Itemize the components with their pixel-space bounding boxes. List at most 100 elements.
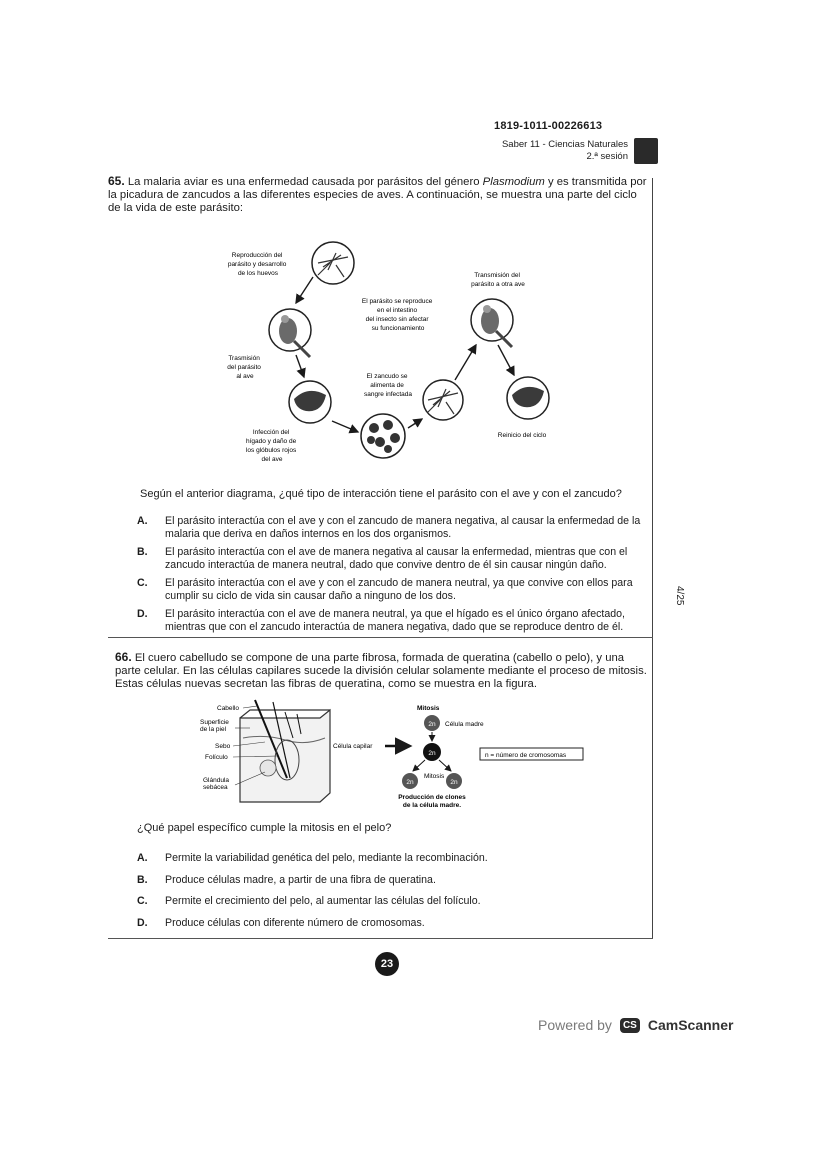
option-text: Permite la variabilidad genética del pel… — [165, 852, 488, 864]
label-glandula: Glándula — [203, 777, 229, 784]
label-intestino-line: El parásito se reproduce — [362, 298, 433, 305]
question-65-options: A. El parásito interactúa con el ave y c… — [137, 515, 645, 633]
option-text: El parásito interactúa con el ave y con … — [165, 577, 633, 602]
legend-text: n = número de cromosomas — [485, 752, 567, 759]
option-65-c[interactable]: C. El parásito interactúa con el ave y c… — [137, 577, 645, 602]
label-sebo: Sebo — [215, 743, 231, 750]
hair-follicle-figure: Cabello Superficie de la piel Sebo Folíc… — [200, 699, 584, 809]
cycle-arrows — [295, 276, 515, 434]
powered-by-text: Powered by — [538, 1017, 612, 1033]
label-reinicio-line: Reinicio del ciclo — [498, 432, 547, 439]
right-margin-line — [652, 178, 653, 938]
option-65-d[interactable]: D. El parásito interactúa con el ave de … — [137, 608, 645, 633]
question-66-stem: ¿Qué papel específico cumple la mitosis … — [137, 822, 392, 834]
bird-left-icon — [268, 308, 312, 359]
question-66-intro: 66. El cuero cabelludo se compone de una… — [115, 651, 650, 691]
option-66-c[interactable]: C. Permite el crecimiento del pelo, al a… — [137, 895, 645, 908]
clone-cell-right-icon: 2n — [446, 773, 462, 789]
label-celula-capilar: Célula capilar — [333, 743, 373, 750]
mosquito-top-icon — [311, 241, 355, 285]
legend-box — [479, 747, 584, 761]
option-66-a[interactable]: A. Permite la variabilidad genética del … — [137, 852, 645, 865]
label-infeccion-line: hígado y daño de — [246, 438, 297, 445]
bird-right-icon — [470, 298, 514, 349]
label-intestino-line: en el intestino — [377, 307, 417, 314]
option-text: Produce células madre, a partir de una f… — [165, 873, 436, 886]
mother-cell-icon: 2n — [424, 715, 440, 731]
label-mitosis-top: Mitosis — [417, 705, 440, 712]
label-zancudo-line: sangre infectada — [364, 391, 412, 398]
cell-label: 2n — [450, 779, 458, 786]
label-produccion: de la célula madre. — [403, 802, 461, 809]
label-leader-lines — [232, 705, 278, 786]
label-intestino-line: del insecto sin afectar — [366, 316, 430, 323]
question-65-intro-b: y es transmitida por la picadura de zanc… — [108, 176, 647, 214]
option-letter: B. — [137, 546, 148, 558]
camscanner-watermark: Powered by CS CamScanner — [538, 1017, 733, 1033]
option-text: Produce células con diferente número de … — [165, 916, 425, 929]
option-letter: A. — [137, 515, 148, 527]
icfes-logo-icon — [634, 138, 658, 164]
question-66-intro-text: El cuero cabelludo se compone de una par… — [115, 652, 647, 690]
option-66-d[interactable]: D. Produce células con diferente número … — [137, 917, 645, 930]
option-letter: D. — [137, 916, 148, 929]
page-number: 23 — [375, 952, 399, 976]
label-transmision-otra-ave: Transmisión del parásito a otra ave — [471, 272, 525, 288]
camscanner-name: CamScanner — [647, 1017, 734, 1033]
side-page-counter: 4/25 — [674, 586, 685, 606]
label-infeccion-line: los glóbulos rojos — [246, 447, 297, 454]
option-letter: A. — [137, 852, 148, 864]
question-65-number: 65. — [108, 174, 125, 188]
option-text: El parásito interactúa con el ave y con … — [165, 515, 641, 540]
malaria-cycle-diagram: Reproducción del parásito y desarrollo d… — [227, 241, 550, 463]
label-reproduccion-line: Reproducción del — [232, 252, 283, 259]
center-cell-icon: 2n — [423, 743, 441, 761]
label-trasmision-ave-line: al ave — [236, 373, 254, 380]
label-produccion: Producción de clones — [398, 794, 466, 801]
question-66-number: 66. — [115, 650, 132, 664]
question-65-genus: Plasmodium — [482, 176, 545, 188]
label-transmision-line: Transmisión del — [474, 272, 520, 279]
option-65-a[interactable]: A. El parásito interactúa con el ave y c… — [137, 515, 645, 540]
label-foliculo: Folículo — [205, 754, 228, 761]
label-celula-madre: Célula madre — [445, 721, 484, 728]
label-mitosis-mid: Mitosis — [424, 773, 445, 780]
label-trasmision-ave: Trasmisión del parásito al ave — [227, 355, 262, 380]
option-text: Permite el crecimiento del pelo, al aume… — [165, 895, 481, 907]
label-trasmision-ave-line: Trasmisión — [228, 355, 260, 362]
label-reinicio: Reinicio del ciclo — [498, 432, 547, 439]
mitosis-arrow-left — [412, 759, 426, 772]
bottom-divider — [108, 938, 653, 939]
label-trasmision-ave-line: del parásito — [227, 364, 261, 371]
label-transmision-line: parásito a otra ave — [471, 281, 525, 288]
label-infeccion-line: Infección del — [253, 429, 290, 436]
exam-title: Saber 11 - Ciencias Naturales — [501, 139, 628, 150]
option-letter: C. — [137, 577, 148, 589]
option-65-b[interactable]: B. El parásito interactúa con el ave de … — [137, 546, 645, 571]
cell-label: 2n — [406, 779, 414, 786]
label-zancudo-line: El zancudo se — [367, 373, 408, 380]
label-reproduccion: Reproducción del parásito y desarrollo d… — [228, 252, 288, 277]
cell-label: 2n — [428, 721, 436, 728]
skin-labels: Cabello Superficie de la piel Sebo Folíc… — [200, 705, 239, 791]
option-letter: D. — [137, 608, 148, 620]
cell-label: 2n — [428, 750, 436, 757]
label-zancudo-alimenta: El zancudo se alimenta de sangre infecta… — [364, 373, 412, 398]
label-reproduccion-line: de los huevos — [238, 270, 279, 277]
skin-block-icon — [239, 699, 331, 803]
camscanner-logo-icon: CS — [619, 1017, 640, 1033]
exam-session: 2.ª sesión — [586, 151, 628, 162]
mosquito-mid-icon — [422, 379, 464, 421]
label-zancudo-line: alimenta de — [370, 382, 404, 389]
label-reproduccion-line: parásito y desarrollo — [228, 261, 287, 268]
document-code: 1819-1011-00226613 — [494, 120, 603, 132]
label-glandula: sebácea — [203, 784, 228, 791]
label-cabello: Cabello — [217, 705, 239, 712]
blood-cells-icon — [360, 413, 406, 459]
question-65-stem: Según el anterior diagrama, ¿qué tipo de… — [140, 488, 622, 500]
mitosis-arrow-right — [438, 759, 452, 772]
label-infeccion: Infección del hígado y daño de los glóbu… — [246, 429, 298, 463]
label-superficie: Superficie — [200, 719, 229, 726]
option-66-b[interactable]: B. Produce células madre, a partir de un… — [137, 874, 645, 887]
option-letter: B. — [137, 873, 148, 886]
